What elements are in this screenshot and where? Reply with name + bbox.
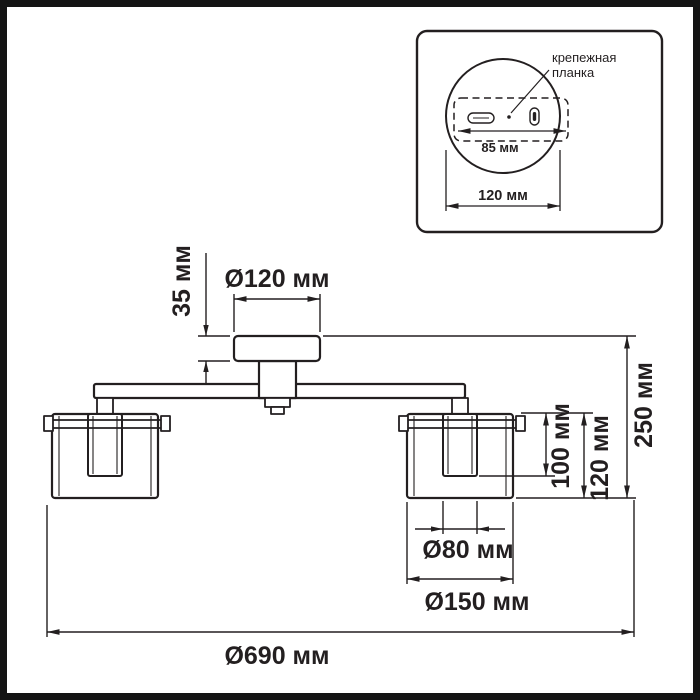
right-band-cap (515, 415, 526, 432)
mount-bracket-outline (453, 97, 569, 142)
left-band-cap (43, 415, 54, 432)
center-dot (507, 115, 511, 119)
left-band-cap (160, 415, 171, 432)
dimension-labels: Ø120 мм 35 мм 250 мм 120 мм 100 мм Ø80 м… (168, 245, 658, 670)
left-fitting (96, 397, 114, 415)
arrowhead (203, 361, 209, 372)
center-knob (264, 397, 291, 408)
label-canopy-diameter: Ø120 мм (224, 265, 329, 293)
label-plate-diameter: 120 мм (478, 188, 528, 204)
left-shade-unit (43, 397, 171, 500)
label-fixture-diameter: Ø690 мм (224, 642, 329, 670)
arrowhead (477, 526, 489, 532)
mount-plate (445, 58, 561, 174)
arrowhead (203, 325, 209, 336)
fixture-front-view (43, 334, 526, 500)
mounting-detail-inset (415, 29, 664, 234)
label-fixture-height: 250 мм (630, 362, 658, 448)
leader-line (510, 69, 550, 114)
right-inner-cylinder (442, 413, 478, 477)
arrowhead (431, 526, 443, 532)
label-shade-diameter: Ø150 мм (424, 588, 529, 616)
label-inner-height: 100 мм (547, 403, 575, 489)
right-shade-unit (398, 397, 526, 500)
center-knob-tip (270, 406, 285, 415)
label-holes-distance: 85 мм (481, 140, 518, 155)
label-canopy-height: 35 мм (168, 245, 196, 317)
bracket-label-line1: крепежная (552, 50, 616, 65)
left-inner-cylinder (87, 413, 123, 477)
ceiling-canopy (232, 334, 322, 363)
label-shade-height: 120 мм (586, 415, 614, 501)
mount-hole (529, 107, 540, 126)
inset-labels: крепежная планка 85 мм 120 мм (478, 50, 616, 204)
right-fitting (451, 397, 469, 415)
fixture-stem (257, 359, 298, 400)
dimension-lines (46, 253, 636, 637)
mount-hole-pin (532, 112, 537, 121)
right-band-cap (398, 415, 409, 432)
label-inner-diameter: Ø80 мм (422, 536, 513, 564)
mount-slot (467, 112, 495, 124)
bracket-label-line2: планка (552, 65, 595, 80)
